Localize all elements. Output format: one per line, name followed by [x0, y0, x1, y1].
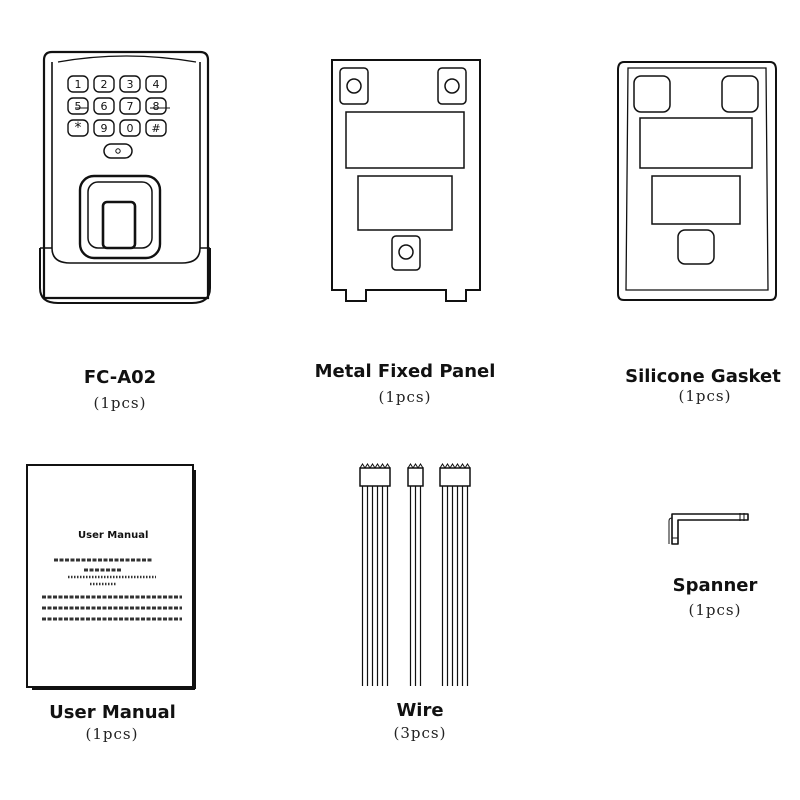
spanner-illustration: [660, 508, 760, 550]
item-title: User Manual: [49, 702, 176, 723]
item-title: Wire: [396, 700, 444, 721]
item-quantity: (3pcs): [393, 724, 447, 742]
item-title: FC-A02: [83, 367, 157, 388]
fingerprint-sensor-housing: [80, 176, 160, 258]
keypad-key: [146, 120, 166, 136]
keypad-key-label: *: [75, 120, 82, 136]
fc-a02-device-illustration: 1 2 3 4 5 6 7 8 * 9 0 #: [30, 48, 220, 310]
wire-connector-pins: [360, 464, 390, 468]
item-title: Metal Fixed Panel: [314, 361, 496, 382]
keypad-key: [146, 98, 166, 114]
keypad-key: [94, 98, 114, 114]
item-quantity: (1pcs): [85, 725, 139, 743]
wire-illustration: [350, 460, 482, 692]
wire-connector-pins: [440, 464, 470, 468]
wire-connector-pins: [408, 464, 423, 468]
doorbell-button: [104, 144, 132, 158]
keypad-key-label: 3: [127, 78, 134, 91]
user-manual-illustration: [24, 462, 200, 694]
keypad-key-label: 0: [127, 122, 134, 135]
item-quantity: (1pcs): [93, 394, 147, 412]
keypad-key-label: #: [151, 122, 160, 135]
keypad-key: [94, 120, 114, 136]
keypad-key-label: 9: [101, 122, 108, 135]
wire-connector: [440, 468, 470, 486]
item-quantity: (1pcs): [378, 388, 432, 406]
silicone-gasket-illustration: [614, 58, 780, 304]
keypad-key-label: 5: [75, 100, 82, 113]
keypad-key: [120, 98, 140, 114]
wire-connector: [360, 468, 390, 486]
keypad-key: [68, 120, 88, 136]
keypad-key: [94, 76, 114, 92]
keypad-key: [68, 76, 88, 92]
keypad-key-label: 7: [127, 100, 134, 113]
item-title: Spanner: [672, 575, 758, 596]
wire-bundles: [360, 464, 470, 686]
keypad-key: [120, 76, 140, 92]
wire-connector: [408, 468, 423, 486]
fingerprint-sensor: [103, 202, 135, 248]
item-title: Silicone Gasket: [625, 366, 781, 387]
manual-cover-title: User Manual: [78, 530, 149, 541]
keypad-key-label: 2: [101, 78, 108, 91]
keypad: 1 2 3 4 5 6 7 8 * 9 0 #: [68, 76, 166, 136]
manual-text-lines: [42, 560, 182, 619]
item-quantity: (1pcs): [678, 387, 732, 405]
keypad-key: [146, 76, 166, 92]
keypad-key: [68, 98, 88, 114]
item-quantity: (1pcs): [688, 601, 742, 619]
keypad-key-label: 6: [101, 100, 108, 113]
keypad-key-label: 1: [75, 78, 82, 91]
keypad-key-label: 8: [153, 100, 160, 113]
keypad-key: [120, 120, 140, 136]
metal-fixed-panel-illustration: [328, 56, 484, 304]
keypad-key-label: 4: [153, 78, 160, 91]
